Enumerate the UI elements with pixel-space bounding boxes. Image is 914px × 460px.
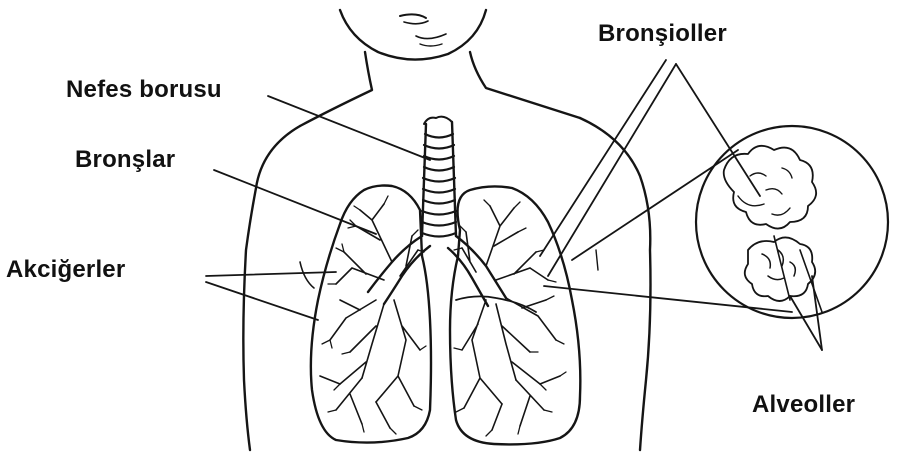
label-alveoli: Alveoller [752, 393, 855, 417]
label-bronchioles: Bronşioller [598, 22, 727, 46]
torso-outline [243, 118, 650, 450]
label-bronchi: Bronşlar [75, 148, 175, 172]
label-lungs: Akciğerler [6, 258, 125, 282]
label-trachea: Nefes borusu [66, 78, 222, 102]
alveoli-magnified [696, 126, 888, 318]
leader-lines [206, 60, 822, 350]
bronchial-tree [320, 204, 560, 430]
bronchi-drawing [368, 236, 506, 306]
trachea-drawing [422, 117, 456, 237]
head-neck-outline [300, 10, 580, 126]
